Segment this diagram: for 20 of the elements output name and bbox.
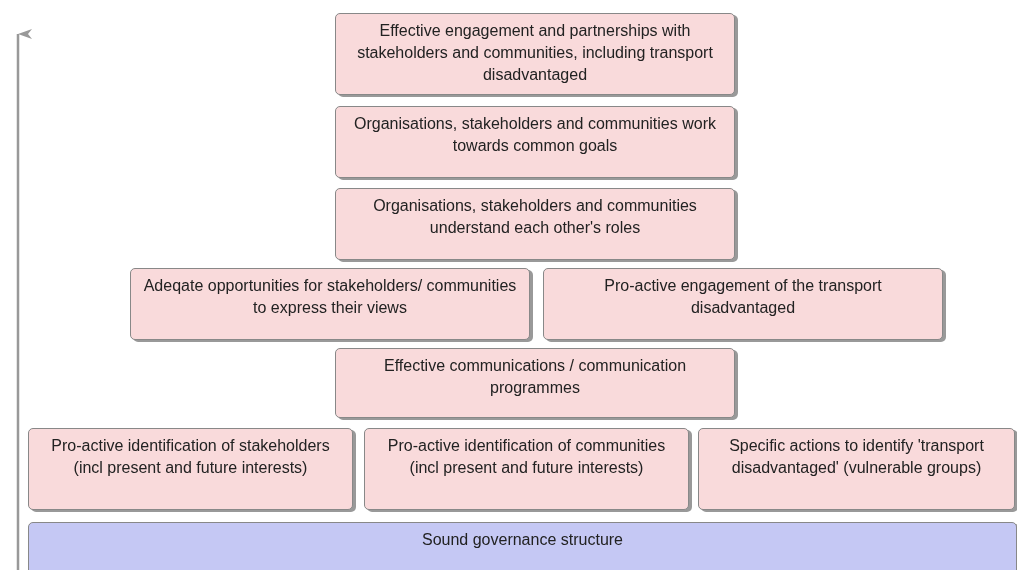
box-text: Specific actions to identify 'transport disadvantaged' (vulnerable groups) [728,436,985,478]
outcome-box [335,106,735,178]
box-text: Sound governance structure [422,530,623,550]
outcome-box [364,428,689,510]
outcome-box [335,188,735,260]
outcome-box [130,268,530,340]
box-text: Pro-active identification of stakeholders (incl present and future interests) [50,436,331,478]
outcome-box [543,268,943,340]
box-text: Organisations, stakeholders and communities work towards common goals [353,114,717,156]
box-text: Organisations, stakeholders and communities understand each other's roles [372,196,698,238]
outcome-box [335,13,735,95]
box-text: Effective communications / communication programmes [382,356,688,398]
outcome-box [28,428,353,510]
box-text: Effective engagement and partnerships with stakeholders and communities, including transport disadvantaged [356,21,714,85]
box-text: Pro-active identification of communities (incl present and future interests) [386,436,667,478]
outcome-box [335,348,735,418]
box-text: Adeqate opportunities for stakeholders/ communities to express their views [142,276,518,318]
box-text: Pro-active engagement of the transport disadvantaged [603,276,883,318]
outcome-box [698,428,1015,510]
basic-layer-band [28,522,1017,570]
